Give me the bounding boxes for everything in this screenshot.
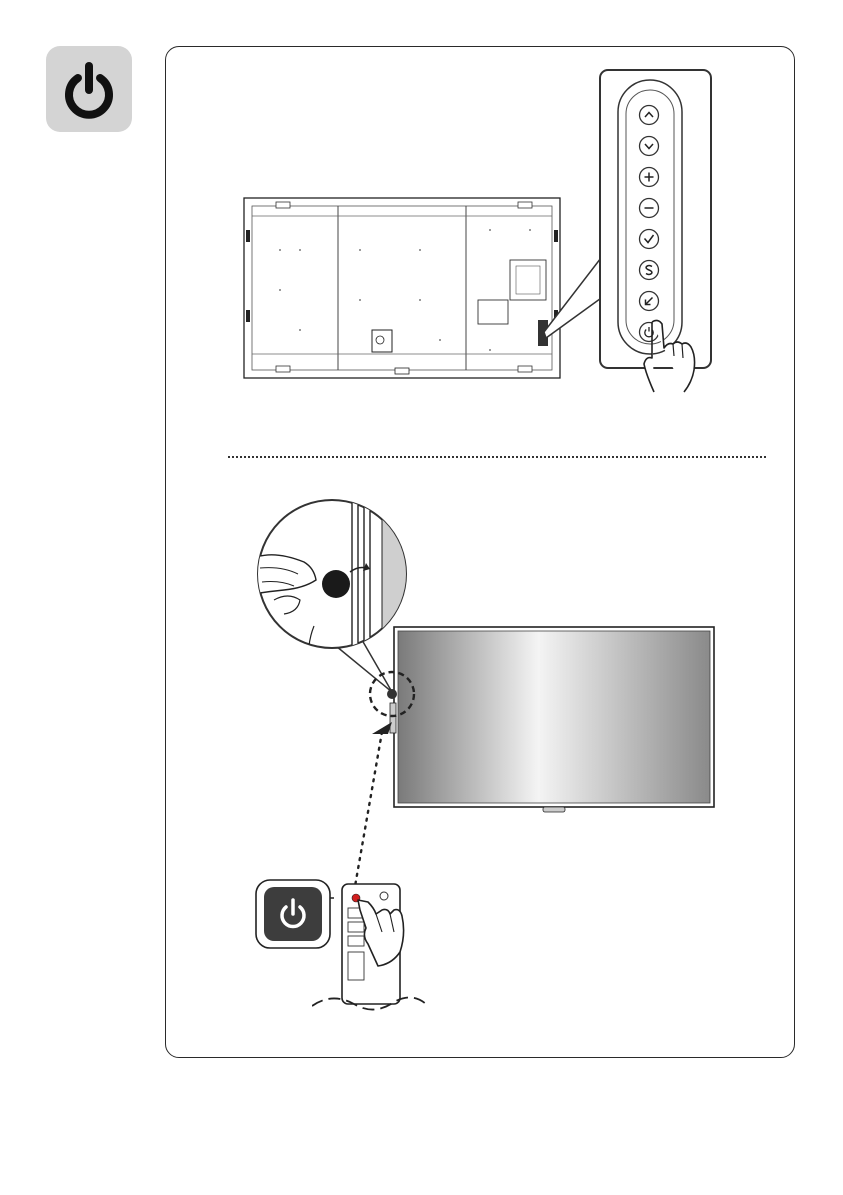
hand-pressing-icon [640, 318, 702, 394]
plus-icon[interactable] [638, 166, 660, 188]
tv-front [388, 625, 718, 817]
ir-signal-path [346, 728, 396, 898]
power-section-badge [46, 46, 132, 132]
remote-power-badge [254, 878, 334, 950]
section-divider [228, 456, 766, 458]
chevron-down-icon[interactable] [638, 135, 660, 157]
settings-s-icon[interactable] [638, 259, 660, 281]
tv-back-panel [240, 190, 565, 385]
minus-icon[interactable] [638, 197, 660, 219]
power-icon [46, 46, 132, 132]
exit-arrow-icon[interactable] [638, 290, 660, 312]
joystick-button-group [638, 104, 660, 343]
check-icon[interactable] [638, 228, 660, 250]
sensor-highlight [366, 664, 418, 734]
chevron-up-icon[interactable] [638, 104, 660, 126]
